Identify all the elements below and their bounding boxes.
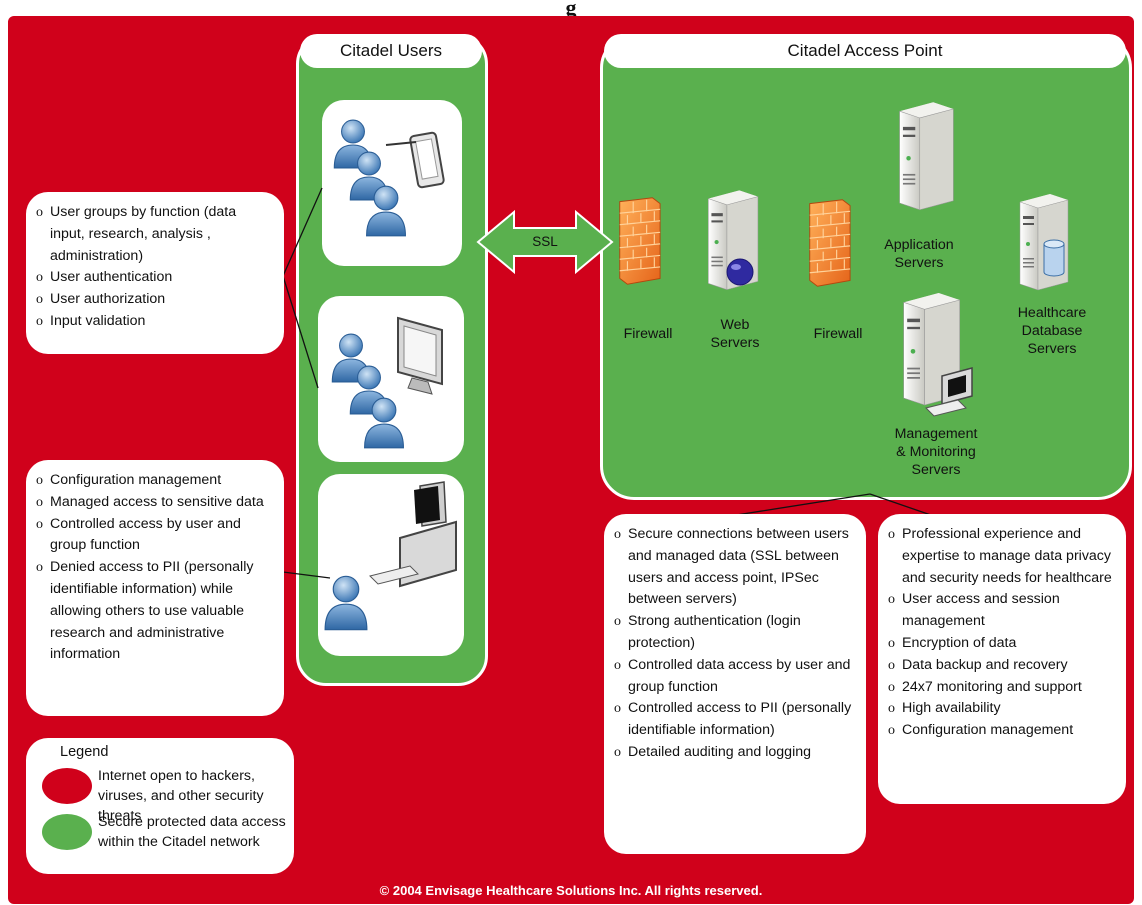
callout-item: Data backup and recovery (888, 655, 1116, 677)
firewall-2-icon (809, 199, 851, 287)
callout-item: Controlled access by user and group func… (36, 514, 274, 558)
legend-green-swatch (42, 814, 92, 850)
callout-item: Configuration management (36, 470, 274, 492)
callout-professional: Professional experience and expertise to… (878, 514, 1126, 804)
ssl-label: SSL (532, 234, 558, 249)
callout-item: High availability (888, 698, 1116, 720)
user-group-monitor-icon (331, 316, 443, 449)
callout-item: Secure connections between users and man… (614, 524, 856, 611)
callout-item: 24x7 monitoring and support (888, 677, 1116, 699)
callout-item: Configuration management (888, 720, 1116, 742)
copyright-notice: © 2004 Envisage Healthcare Solutions Inc… (379, 883, 763, 898)
user-group-tablet-icon (333, 119, 445, 237)
firewall-1-label: Firewall (623, 326, 673, 342)
application-servers-icon (899, 101, 954, 211)
legend-title: Legend (60, 744, 109, 760)
callout-item: Encryption of data (888, 633, 1116, 655)
firewall-2-label: Firewall (813, 326, 863, 342)
callout-item: Controlled access to PII (personally ide… (614, 698, 856, 742)
user-workstation-icon (324, 481, 457, 631)
callout-item: Detailed auditing and logging (614, 742, 856, 764)
callout-item: Denied access to PII (personally identif… (36, 557, 274, 666)
callout-secure-connections: Secure connections between users and man… (604, 514, 866, 854)
connector-secure (729, 493, 871, 517)
callout-item: Professional experience and expertise to… (888, 524, 1116, 589)
callout-config: Configuration management Managed access … (26, 460, 284, 716)
callout-item: User authorization (36, 289, 274, 311)
legend-red-swatch (42, 768, 92, 804)
ssl-arrow (476, 209, 614, 275)
callout-item: Managed access to sensitive data (36, 492, 274, 514)
callout-item: Input validation (36, 311, 274, 333)
connector-user-groups (282, 187, 323, 389)
database-servers-icon (1019, 193, 1069, 291)
callout-item: User authentication (36, 267, 274, 289)
page-heading-fragment: g (565, 0, 577, 18)
firewall-1-icon (619, 197, 661, 285)
management-servers-icon (903, 292, 973, 417)
web-servers-icon (707, 189, 759, 291)
callout-item: Strong authentication (login protection) (614, 611, 856, 655)
callout-user-groups: User groups by function (data input, res… (26, 192, 284, 354)
legend: Legend Internet open to hackers, viruses… (26, 738, 294, 874)
legend-green-text: Secure protected data access within the … (98, 814, 286, 850)
legend-red-text: Internet open to hackers, viruses, and o… (98, 768, 264, 824)
callout-item: Controlled data access by user and group… (614, 655, 856, 699)
citadel-access-point-title: Citadel Access Point (604, 34, 1126, 68)
connector-config (282, 571, 331, 579)
callout-item: User groups by function (data input, res… (36, 202, 274, 267)
citadel-users-title: Citadel Users (300, 34, 482, 68)
callout-item: User access and session management (888, 589, 1116, 633)
